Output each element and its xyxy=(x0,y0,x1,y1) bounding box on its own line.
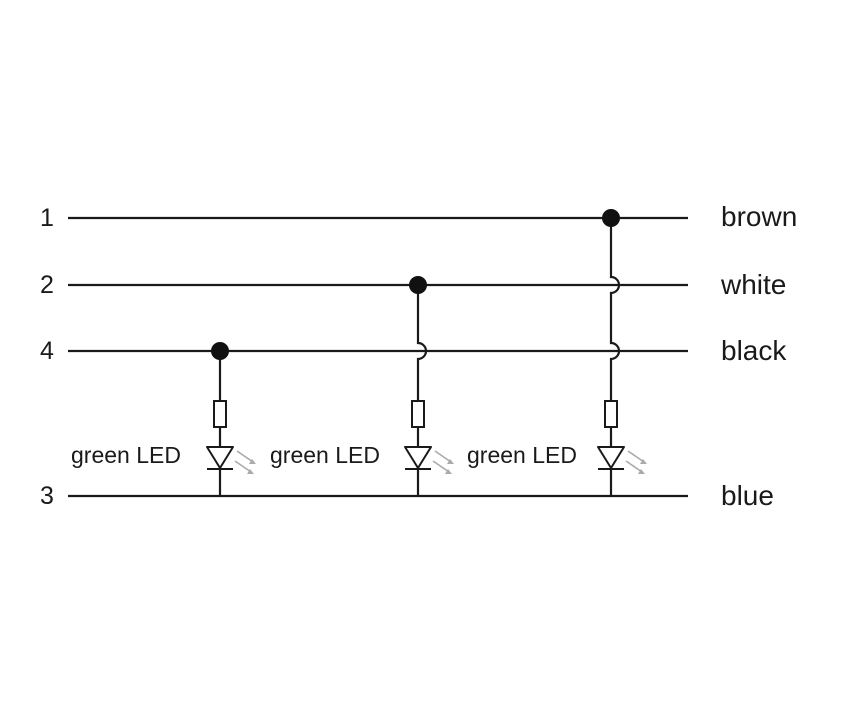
pin-number-1: 1 xyxy=(40,204,54,232)
light-rays xyxy=(625,450,647,474)
resistor xyxy=(411,400,425,428)
pin-number-4: 4 xyxy=(40,337,54,365)
resistor xyxy=(213,400,227,428)
junction-dot xyxy=(211,342,229,360)
resistor xyxy=(604,400,618,428)
light-rays xyxy=(234,450,256,474)
wire-color-black: black xyxy=(721,335,787,366)
light-rays xyxy=(432,450,454,474)
led-label: green LED xyxy=(270,442,380,468)
led-diode xyxy=(597,446,625,469)
junction-dot xyxy=(602,209,620,227)
led-diode xyxy=(404,446,432,469)
led-label: green LED xyxy=(71,442,181,468)
led-diode xyxy=(206,446,234,469)
led-branch-1: green LED xyxy=(71,342,256,496)
wire-color-brown: brown xyxy=(721,201,797,232)
junction-dot xyxy=(409,276,427,294)
wire-color-white: white xyxy=(720,269,786,300)
led-branch-3: green LED xyxy=(467,209,647,496)
led-label: green LED xyxy=(467,442,577,468)
wire-color-blue: blue xyxy=(721,480,774,511)
led-branch-2: green LED xyxy=(270,276,454,496)
pin-number-3: 3 xyxy=(40,482,54,510)
pin-number-2: 2 xyxy=(40,271,54,299)
